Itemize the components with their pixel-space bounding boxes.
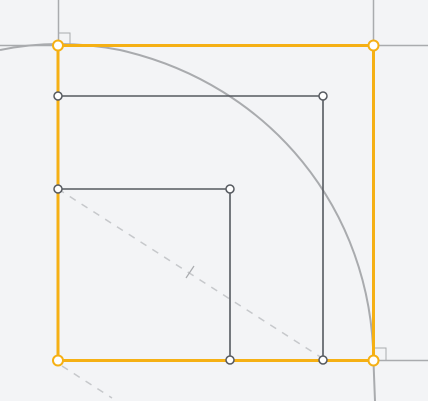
vertex-inner-bottom[interactable]	[225, 355, 235, 365]
sketch-vertices	[53, 91, 328, 365]
selected-square[interactable]	[56, 44, 375, 362]
construction-diagonal[interactable]	[57, 188, 323, 359]
vertex-middle-bottom[interactable]	[318, 355, 328, 365]
vertex-square-top-right[interactable]	[367, 39, 380, 52]
midpoint-tick[interactable]	[185, 265, 195, 279]
constraint-glyphs	[58, 32, 387, 360]
vertex-middle-top-left[interactable]	[53, 91, 63, 101]
perpendicular-constraint-bottom-right[interactable]	[374, 347, 387, 360]
selected-vertices	[52, 39, 380, 367]
vertex-inner-top-right[interactable]	[225, 184, 235, 194]
vertex-middle-top-right[interactable]	[318, 91, 328, 101]
perpendicular-constraint-top-left[interactable]	[58, 32, 71, 45]
construction-diagonal-extension[interactable]	[61, 365, 113, 399]
vertex-square-top-left[interactable]	[52, 39, 64, 52]
vertex-square-bottom-left[interactable]	[52, 354, 64, 367]
vertex-inner-left[interactable]	[53, 184, 63, 194]
vertex-square-bottom-right[interactable]	[367, 354, 380, 367]
